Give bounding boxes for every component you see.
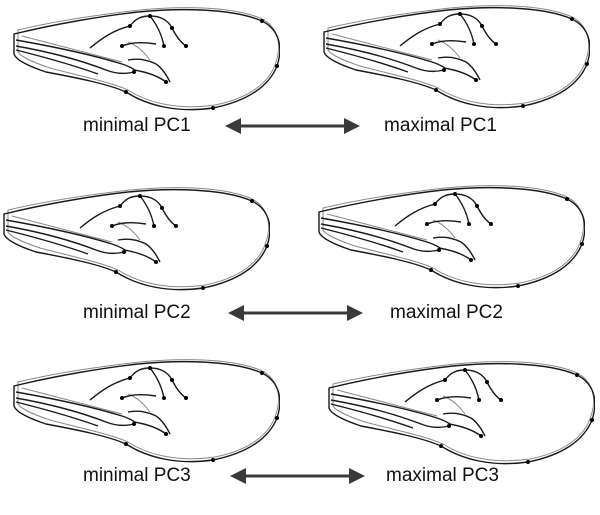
wing-maximal-pc3 (325, 356, 595, 466)
wing-minimal-pc1 (10, 2, 280, 112)
label-minimal-pc3: minimal PC3 (83, 465, 191, 486)
label-maximal-pc1: maximal PC1 (384, 115, 497, 136)
double-arrow-icon (225, 118, 360, 134)
label-maximal-pc3: maximal PC3 (386, 465, 499, 486)
pc2-row: minimal PC2 maximal PC2 (0, 180, 600, 343)
label-maximal-pc2: maximal PC2 (390, 302, 503, 323)
label-minimal-pc2: minimal PC2 (83, 302, 191, 323)
pc3-row: minimal PC3 maximal PC3 (0, 352, 600, 515)
wing-minimal-pc3 (10, 354, 280, 464)
double-arrow-icon (228, 305, 363, 321)
pc1-row: minimal PC1 maximal PC1 (0, 0, 600, 163)
double-arrow-icon (230, 468, 365, 484)
label-minimal-pc1: minimal PC1 (83, 115, 191, 136)
wing-minimal-pc2 (0, 182, 270, 292)
wing-maximal-pc1 (320, 0, 590, 110)
wing-maximal-pc2 (315, 180, 585, 290)
